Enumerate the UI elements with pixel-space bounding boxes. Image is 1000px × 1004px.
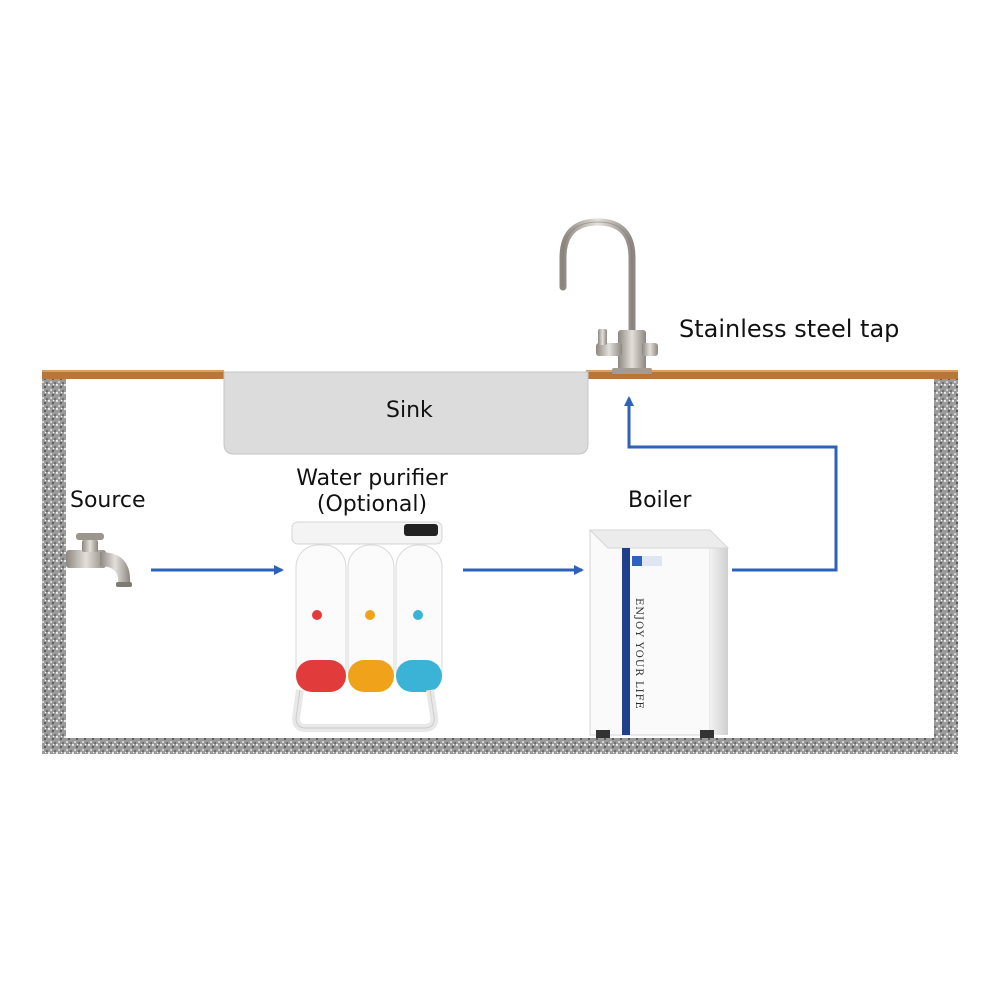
cabinet-left-wall: [42, 378, 66, 752]
label-boiler: Boiler: [628, 488, 692, 513]
sink-basin: [223, 371, 589, 455]
label-sink: Sink: [386, 398, 433, 423]
cabinet-floor: [42, 738, 958, 754]
label-stainless-steel-tap: Stainless steel tap: [679, 315, 900, 343]
label-water-purifier: Water purifier (Optional): [292, 466, 452, 518]
source-faucet-icon: [66, 533, 132, 587]
boiler-icon: [588, 529, 730, 738]
boiler-slogan: ENJOY YOUR LIFE: [633, 598, 644, 710]
label-water-purifier-line1: Water purifier: [296, 466, 448, 491]
flow-lines: [151, 396, 838, 575]
countertop: [42, 370, 958, 379]
stainless-steel-tap-icon: [559, 218, 658, 374]
water-purifier-icon: [291, 521, 443, 732]
arrow-boiler-to-tap: [624, 396, 838, 572]
cabinet-right-wall: [934, 378, 958, 752]
label-source: Source: [70, 488, 146, 513]
cabinet: [42, 378, 958, 754]
label-water-purifier-line2: (Optional): [316, 492, 428, 517]
